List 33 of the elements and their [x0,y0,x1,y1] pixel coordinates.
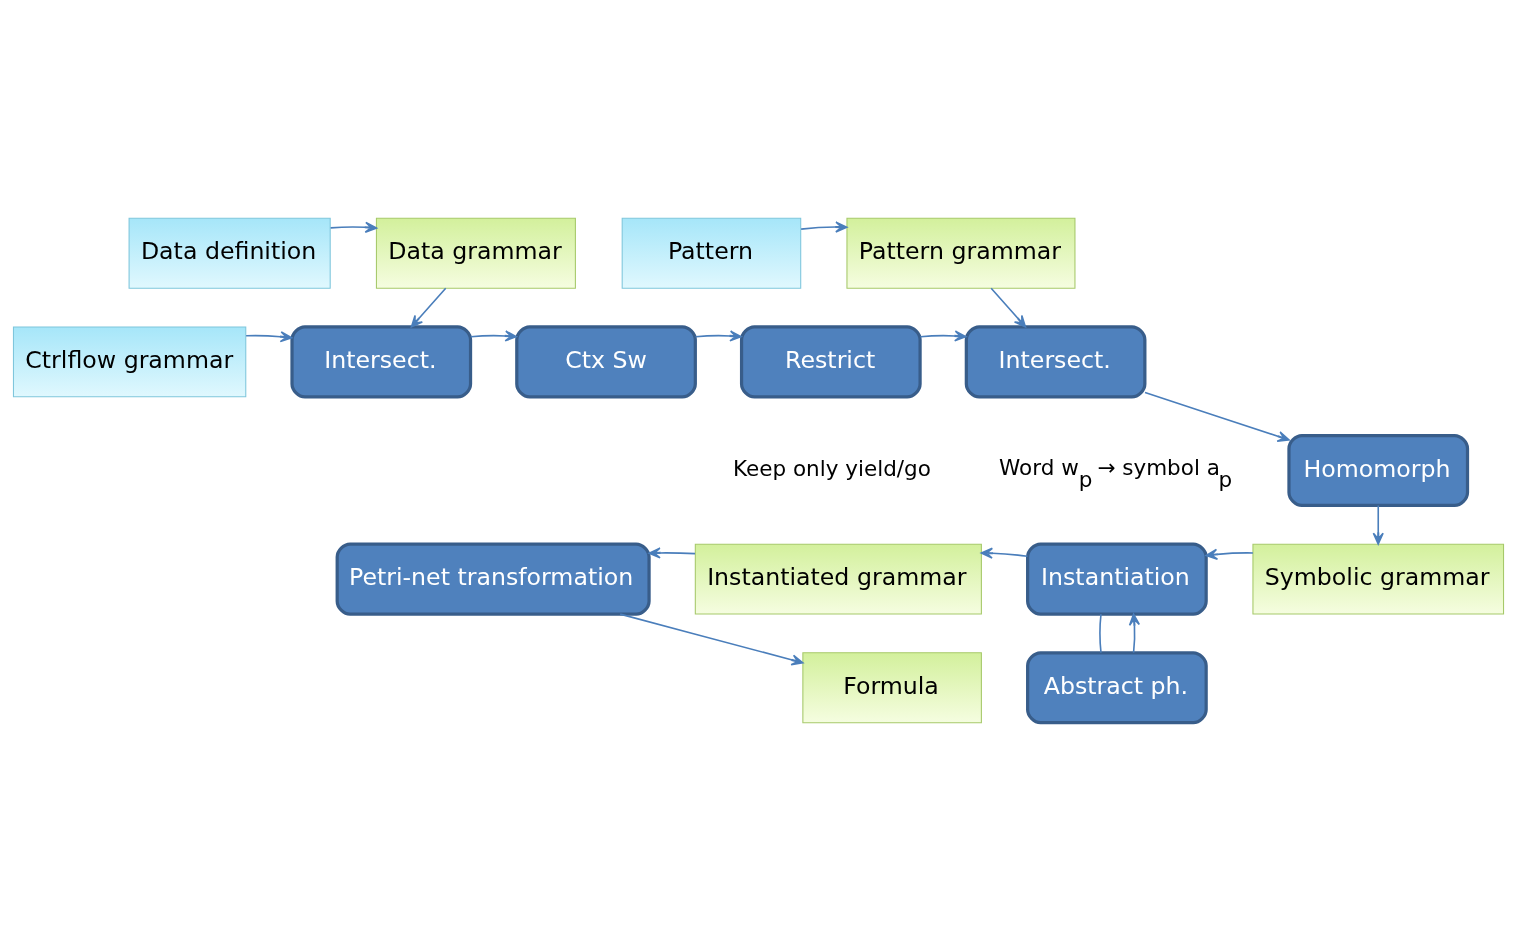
arrow [694,329,742,342]
node-box: Pattern grammar [846,217,1076,289]
arrow [410,287,447,328]
node-box: Pattern [621,217,802,289]
node-box: Intersect. [290,324,473,398]
node-box: Ctx Sw [515,324,697,398]
arrow [1144,391,1290,442]
arrow [919,329,967,342]
arrow [470,329,518,342]
node-box: Abstract ph. [1026,650,1208,724]
node-box: Homomorph [1287,433,1470,507]
arrow [990,287,1027,328]
node-box: Instantiation [1026,542,1208,616]
arrow [245,330,293,342]
node-box: Instantiated grammar [694,543,982,615]
connector [1099,612,1102,653]
arrow [648,546,696,559]
node-box: Ctrlflow grammar [12,325,247,397]
arrow [1372,504,1384,545]
node-box: Intersect. [964,324,1147,398]
node-box: Data definition [128,217,331,289]
arrow [1205,548,1254,560]
node-box: Restrict [739,324,922,398]
arrow [619,612,804,666]
arrow [980,547,1029,559]
node-box: Petri-net transformation [335,542,651,616]
arrow [1128,612,1141,653]
arrow [329,221,378,233]
arrow [800,220,848,233]
node-box: Formula [802,651,982,723]
node-box: Symbolic grammar [1252,543,1505,615]
node-box: Data grammar [375,217,576,289]
node-label: Keep only yield/go [732,455,931,481]
